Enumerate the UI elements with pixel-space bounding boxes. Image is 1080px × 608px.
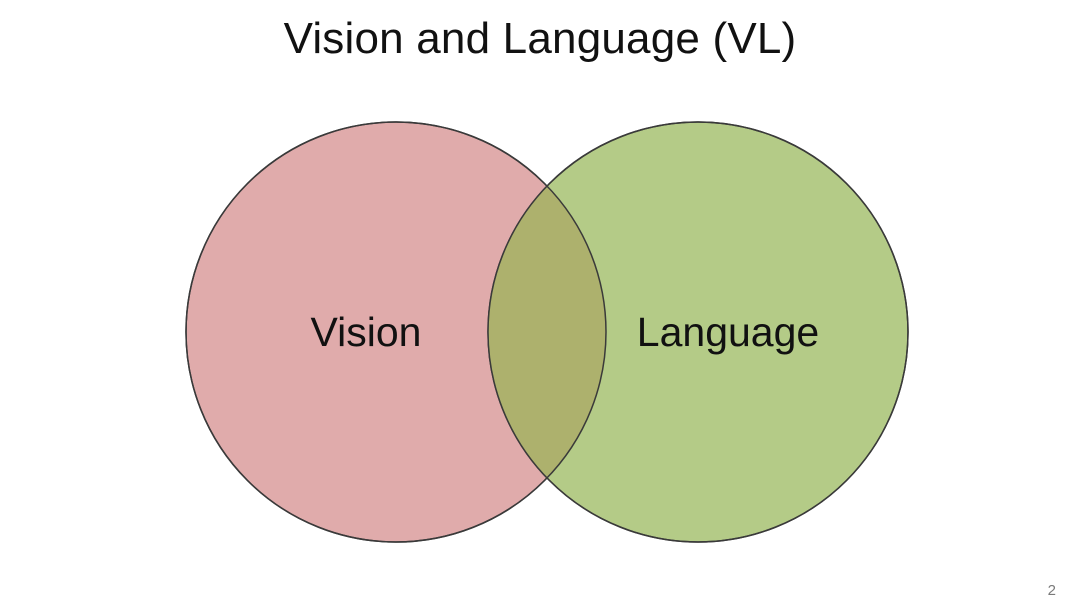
- slide-title: Vision and Language (VL): [283, 14, 797, 63]
- vision-label: Vision: [311, 309, 422, 355]
- vision-outline: [185, 121, 607, 543]
- language-outline: [487, 121, 909, 543]
- page-number: 2: [1047, 582, 1056, 599]
- language-label: Language: [637, 309, 819, 355]
